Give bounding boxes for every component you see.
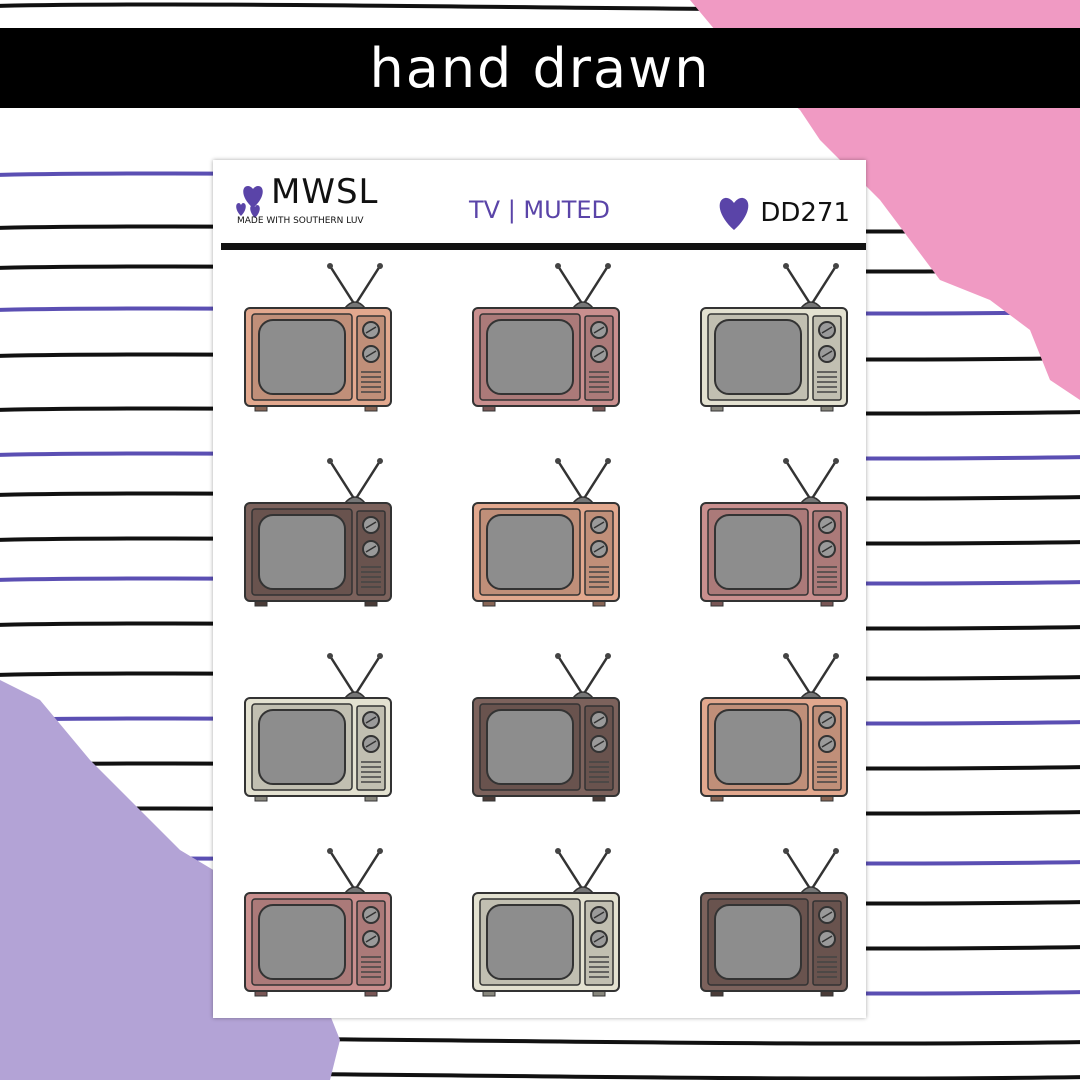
tv-icon — [465, 653, 625, 803]
tv-icon — [237, 848, 397, 998]
tv-icon — [693, 653, 853, 803]
product-code: DD271 — [714, 192, 850, 234]
tv-sticker-brown — [693, 843, 853, 1003]
product-code-text: DD271 — [760, 198, 850, 228]
title-banner: hand drawn — [0, 28, 1080, 108]
tv-sticker-rose — [693, 453, 853, 613]
tv-icon — [237, 263, 397, 413]
logo-tagline: MADE WITH SOUTHERN LUV — [237, 216, 364, 226]
tv-sticker-rose — [237, 843, 397, 1003]
tv-icon — [693, 458, 853, 608]
sheet-header: MWSL MADE WITH SOUTHERN LUV TV | MUTED D… — [213, 160, 866, 250]
tv-sticker-cream — [465, 843, 625, 1003]
header-divider — [221, 243, 866, 250]
sheet-title: TV | MUTED — [469, 196, 610, 224]
sticker-sheet: MWSL MADE WITH SOUTHERN LUV TV | MUTED D… — [213, 160, 866, 1018]
tv-icon — [465, 263, 625, 413]
tv-sticker-cream — [693, 258, 853, 418]
tv-sticker-peach — [465, 453, 625, 613]
brand-logo: MWSL MADE WITH SOUTHERN LUV — [233, 172, 377, 232]
tv-icon — [237, 458, 397, 608]
tv-icon — [693, 848, 853, 998]
banner-title: hand drawn — [369, 36, 711, 100]
tv-icon — [465, 848, 625, 998]
hearts-icon — [236, 186, 263, 218]
tv-icon — [237, 653, 397, 803]
heart-icon — [719, 197, 749, 230]
tv-sticker-cream — [237, 648, 397, 808]
tv-sticker-peach — [237, 258, 397, 418]
tv-icon — [693, 263, 853, 413]
tv-sticker-brown — [237, 453, 397, 613]
logo-text: MWSL — [271, 172, 379, 212]
tv-sticker-brown — [465, 648, 625, 808]
tv-sticker-peach — [693, 648, 853, 808]
tv-sticker-rose — [465, 258, 625, 418]
tv-icon — [465, 458, 625, 608]
